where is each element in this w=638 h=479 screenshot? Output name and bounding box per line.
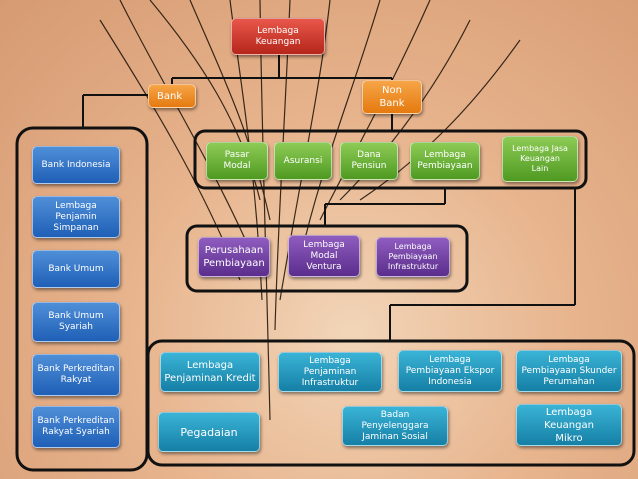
bank-item-label: Bank Perkreditan Rakyat xyxy=(37,364,115,385)
pembiayaan-item-infrastruktur: Lembaga Pembiayaan Infrastruktur xyxy=(376,237,450,277)
non-bank-item-dana-pensiun: Dana Pensiun xyxy=(340,142,398,180)
non-bank-item-lembaga-jasa-keuangan-lain: Lembaga Jasa Keuangan Lain xyxy=(502,136,578,182)
lain-item-pembiayaan-skunder-perumahan: Lembaga Pembiayaan Skunder Perumahan xyxy=(516,350,622,392)
non-bank-box: Non Bank xyxy=(362,80,422,114)
root-label: Lembaga Keuangan xyxy=(255,25,301,47)
lain-item-penjaminan-infrastruktur: Lembaga Penjaminan Infrastruktur xyxy=(278,352,382,392)
lain-item-label: Lembaga Pembiayaan Ekspor Indonesia xyxy=(405,354,495,387)
pembiayaan-item-modal-ventura: Lembaga Modal Ventura xyxy=(288,235,360,277)
bank-item-lembaga-penjamin-simpanan: Lembaga Penjamin Simpanan xyxy=(32,196,120,238)
bank-item-bank-umum: Bank Umum xyxy=(32,250,120,288)
lain-item-keuangan-mikro: Lembaga Keuangan Mikro xyxy=(516,404,622,446)
bank-item-label: Bank Perkreditan Rakyat Syariah xyxy=(37,416,115,437)
non-bank-item-label: Pasar Modal xyxy=(223,150,251,171)
non-bank-item-pasar-modal: Pasar Modal xyxy=(206,142,268,180)
bank-item-bank-indonesia: Bank Indonesia xyxy=(32,146,120,184)
non-bank-item-label: Asuransi xyxy=(283,155,323,166)
pembiayaan-item-label: Lembaga Pembiayaan Infrastruktur xyxy=(387,242,439,271)
lain-item-pegadaian: Pegadaian xyxy=(158,412,260,452)
non-bank-label: Non Bank xyxy=(379,85,405,109)
bank-item-label: Bank Umum Syariah xyxy=(48,311,104,332)
bank-group-frame xyxy=(15,126,149,472)
non-bank-item-label: Lembaga Jasa Keuangan Lain xyxy=(512,144,568,173)
pembiayaan-item-perusahaan-pembiayaan: Perusahaan Pembiayaan xyxy=(198,237,270,277)
bank-item-label: Bank Umum xyxy=(48,263,104,274)
non-bank-item-asuransi: Asuransi xyxy=(274,142,332,180)
lain-item-label: Badan Penyelenggara Jaminan Sosial xyxy=(361,409,429,442)
group-frames xyxy=(15,126,636,472)
connector-lines xyxy=(82,55,576,341)
root-box: Lembaga Keuangan xyxy=(231,18,325,55)
bank-item-label: Lembaga Penjamin Simpanan xyxy=(53,200,99,233)
lain-item-pembiayaan-ekspor: Lembaga Pembiayaan Ekspor Indonesia xyxy=(398,350,502,392)
bank-item-bpr: Bank Perkreditan Rakyat xyxy=(32,354,120,396)
lain-item-label: Pegadaian xyxy=(180,425,238,439)
lain-item-label: Lembaga Penjaminan Infrastruktur xyxy=(301,355,359,388)
bank-item-bank-umum-syariah: Bank Umum Syariah xyxy=(32,302,120,342)
non-bank-item-label: Lembaga Pembiayaan xyxy=(417,150,473,171)
pembiayaan-item-label: Lembaga Modal Ventura xyxy=(303,239,345,272)
non-bank-item-label: Dana Pensiun xyxy=(351,150,387,171)
bank-item-label: Bank Indonesia xyxy=(41,159,111,170)
lain-item-bpjs: Badan Penyelenggara Jaminan Sosial xyxy=(342,406,448,446)
bank-box: Bank xyxy=(148,84,196,108)
bank-label: Bank xyxy=(157,90,183,102)
lain-group-frame xyxy=(146,339,636,467)
non-bank-group-frame xyxy=(193,129,588,190)
pembiayaan-group-frame xyxy=(185,224,469,293)
lain-item-penjaminan-kredit: Lembaga Penjaminan Kredit xyxy=(160,352,260,392)
bank-item-bpr-syariah: Bank Perkreditan Rakyat Syariah xyxy=(32,406,120,448)
non-bank-item-lembaga-pembiayaan: Lembaga Pembiayaan xyxy=(410,142,480,180)
lain-item-label: Lembaga Pembiayaan Skunder Perumahan xyxy=(521,354,617,387)
lain-item-label: Lembaga Keuangan Mikro xyxy=(544,406,594,444)
lain-item-label: Lembaga Penjaminan Kredit xyxy=(164,360,256,384)
pembiayaan-item-label: Perusahaan Pembiayaan xyxy=(203,245,265,269)
